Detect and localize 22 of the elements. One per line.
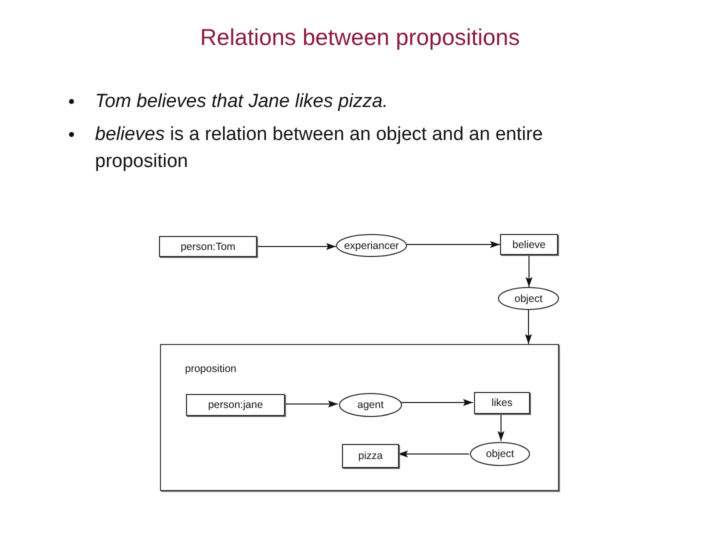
arrow — [400, 399, 474, 406]
relation-ellipse: object — [498, 287, 559, 310]
proposition-box — [160, 344, 559, 491]
group-label: proposition — [185, 363, 236, 375]
arrow — [526, 254, 532, 288]
concept-box: pizza — [342, 444, 399, 468]
concept-box: believe — [500, 234, 558, 255]
arrow — [284, 400, 338, 408]
bullet-text: Tom believes that Jane likes pizza. — [95, 90, 389, 114]
arrow — [256, 243, 337, 250]
arrow — [525, 310, 532, 344]
relation-ellipse: object — [470, 442, 530, 466]
concept-box: likes — [474, 392, 530, 414]
relation-ellipse: experiancer — [336, 234, 407, 257]
arrow — [406, 241, 500, 248]
arrow — [398, 450, 470, 458]
concept-box: person:jane — [186, 394, 285, 416]
bullet-text: believes is a relation between an object and an entire proposition — [95, 123, 544, 174]
title: Relations between propositions — [200, 23, 520, 52]
concept-box: person:Tom — [159, 236, 257, 257]
relation-ellipse: agent — [339, 393, 402, 417]
arrow — [498, 412, 504, 442]
